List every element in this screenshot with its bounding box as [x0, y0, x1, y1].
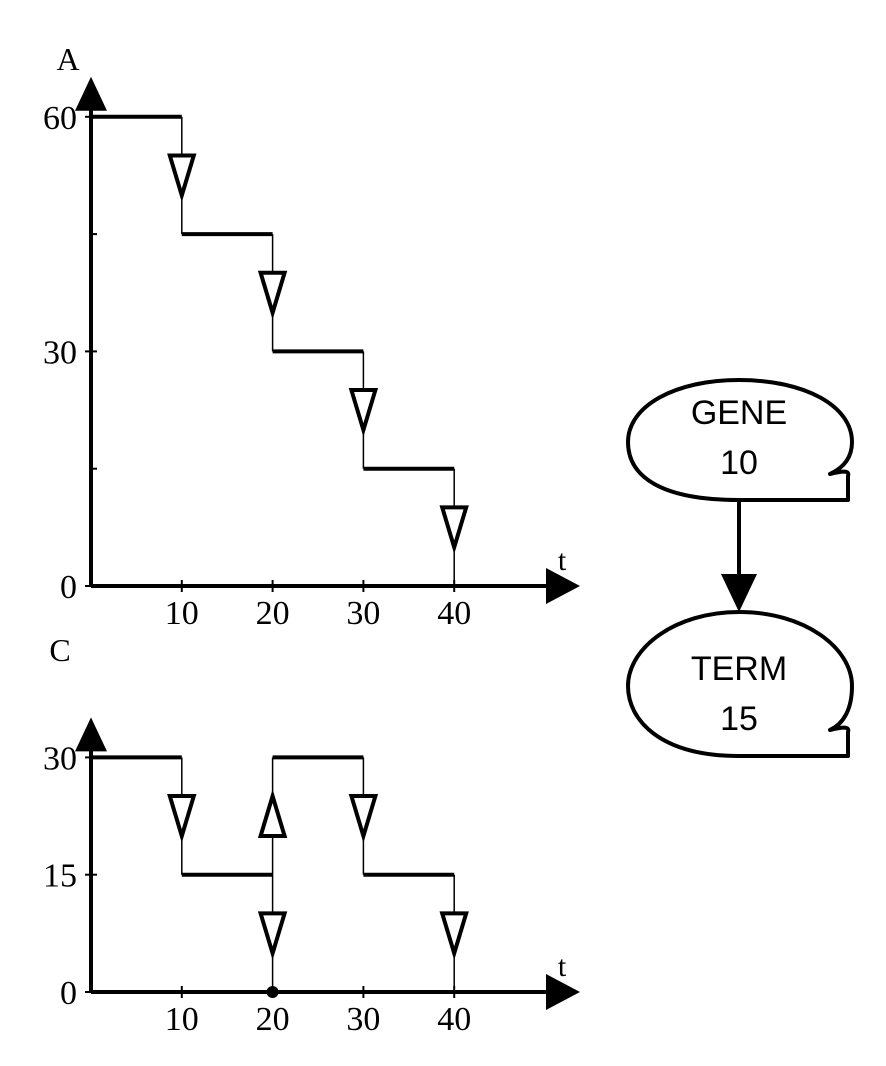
x-tick-label: 10	[165, 595, 199, 632]
y-tick-label: 60	[43, 100, 77, 137]
x-tick-label: 30	[346, 595, 380, 632]
node-gene-value: 10	[720, 444, 758, 482]
node-gene-shape	[626, 378, 854, 502]
x-tick-label: 20	[256, 595, 290, 632]
x-axis-arrowhead	[546, 974, 580, 1010]
event-triangle-down	[348, 794, 379, 844]
x-axis-label: t	[558, 544, 567, 577]
edge-arrowhead	[721, 574, 757, 612]
event-triangle-up	[257, 789, 288, 839]
y-tick-label: 0	[60, 569, 77, 606]
node-term-value: 15	[720, 700, 758, 738]
node-term-label: TERM	[691, 650, 787, 688]
node-term: TERM 15	[626, 610, 854, 758]
flow-diagram: GENE 10 TERM 15	[626, 378, 854, 758]
event-triangle-down	[439, 505, 469, 555]
event-triangle-down	[257, 911, 288, 961]
node-term-shape	[626, 610, 854, 758]
y-axis-arrowhead	[75, 717, 107, 752]
y-tick-label: 0	[60, 975, 77, 1012]
event-triangle-down	[348, 388, 379, 438]
chart-c: Ct 10 20 30 40 0 15 30	[43, 632, 580, 1038]
x-tick-label: 10	[165, 1001, 199, 1038]
event-triangle-down	[167, 794, 197, 844]
x-axis-arrowhead	[546, 568, 580, 604]
event-triangle-down	[167, 153, 197, 203]
event-triangle-down	[439, 911, 469, 961]
y-tick-label: 30	[43, 334, 77, 371]
event-dot	[266, 986, 279, 998]
x-tick-label: 40	[437, 1001, 471, 1038]
y-tick-label: 15	[43, 858, 77, 895]
y-axis-arrowhead	[75, 76, 107, 111]
y-axis-label: C	[49, 632, 70, 668]
x-tick-label: 30	[346, 1001, 380, 1038]
x-tick-label: 40	[437, 595, 471, 632]
x-tick-label: 20	[256, 1001, 290, 1038]
x-axis-label: t	[558, 950, 567, 983]
y-axis-label: A	[56, 41, 79, 77]
event-triangle-down	[257, 270, 288, 320]
chart-a: At 10 20 30 40 0 30 60	[43, 41, 580, 632]
y-tick-label: 30	[43, 740, 77, 777]
node-gene-label: GENE	[691, 394, 787, 432]
flow-edge	[721, 500, 757, 612]
node-gene: GENE 10	[626, 378, 854, 502]
